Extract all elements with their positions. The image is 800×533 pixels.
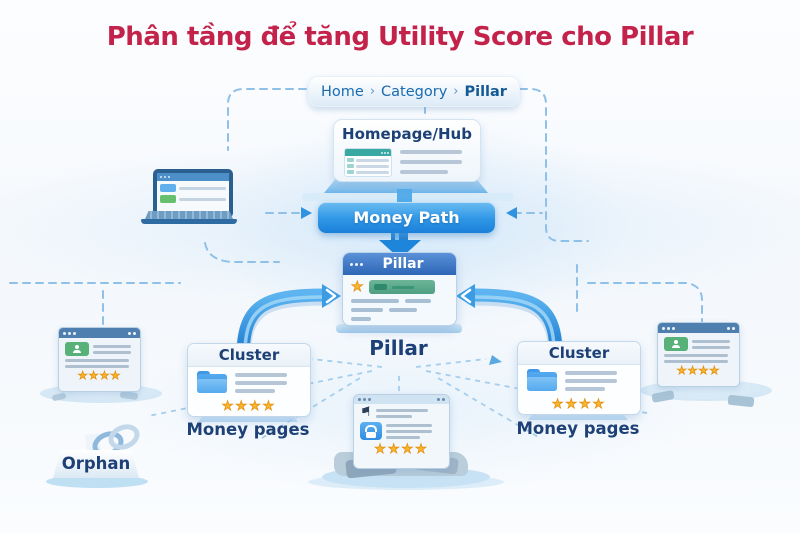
money-path-badge: Money Path	[318, 202, 495, 233]
user-badge-icon	[65, 342, 89, 356]
star-icon: ★	[351, 279, 364, 295]
cluster-card-right: Cluster ★★★★	[517, 341, 641, 415]
highlight-bar	[368, 280, 435, 294]
star-rating: ★★★★	[676, 364, 721, 377]
homepage-hub-label: Homepage/Hub	[342, 125, 472, 143]
window-dots-icon	[662, 326, 675, 330]
star-rating: ★★★★	[374, 442, 429, 457]
folder-icon	[527, 369, 557, 391]
orphan-pedestal: Orphan	[53, 450, 139, 478]
chain-link-icon	[84, 419, 144, 462]
star-rating: ★★★★	[221, 399, 277, 414]
pillar-caption: Pillar	[369, 336, 428, 360]
breadcrumb-separator: ›	[369, 84, 376, 99]
cluster-card-left: Cluster ★★★★	[187, 343, 311, 417]
money-pages-caption-right: Money pages	[516, 419, 640, 438]
text-placeholder-lines	[400, 148, 471, 177]
cluster-right-label: Cluster	[518, 342, 640, 365]
rated-page-card-left: ★★★★	[58, 327, 141, 392]
money-pages-caption-left: Money pages	[186, 420, 310, 439]
user-badge-icon	[664, 337, 688, 351]
star-rating: ★★★★	[77, 369, 122, 382]
flag-icon: ⚑	[360, 405, 372, 420]
breadcrumb-pillar: Pillar	[464, 83, 507, 100]
padlock-icon	[360, 422, 382, 440]
locked-page-card: ⚑ ★★★★	[353, 394, 450, 469]
laptop-keyboard	[145, 211, 233, 219]
breadcrumb-home: Home	[321, 83, 364, 100]
cluster-left-label: Cluster	[188, 344, 310, 367]
rated-page-card-right: ★★★★	[657, 322, 740, 387]
text-placeholder-lines	[565, 369, 617, 391]
laptop-icon	[153, 169, 233, 218]
water-ripple	[46, 475, 148, 488]
breadcrumb-category: Category	[381, 83, 448, 100]
star-rating: ★★★★	[551, 397, 607, 412]
breadcrumb-separator: ›	[453, 84, 459, 99]
folder-icon	[197, 371, 227, 393]
page-title: Phân tầng để tăng Utility Score cho Pill…	[106, 22, 694, 52]
pillar-window-title: Pillar	[382, 256, 424, 272]
breadcrumb: Home › Category › Pillar	[308, 76, 520, 107]
pillar-card: Pillar ★	[342, 252, 457, 326]
laptop-base	[141, 219, 237, 224]
window-dots-icon	[63, 331, 76, 335]
mini-browser-icon	[344, 148, 392, 177]
cluster-left-pedestal	[198, 414, 298, 422]
homepage-hub-card: Homepage/Hub	[333, 119, 481, 182]
text-placeholder-lines	[235, 371, 287, 393]
cluster-right-pedestal	[528, 412, 628, 420]
